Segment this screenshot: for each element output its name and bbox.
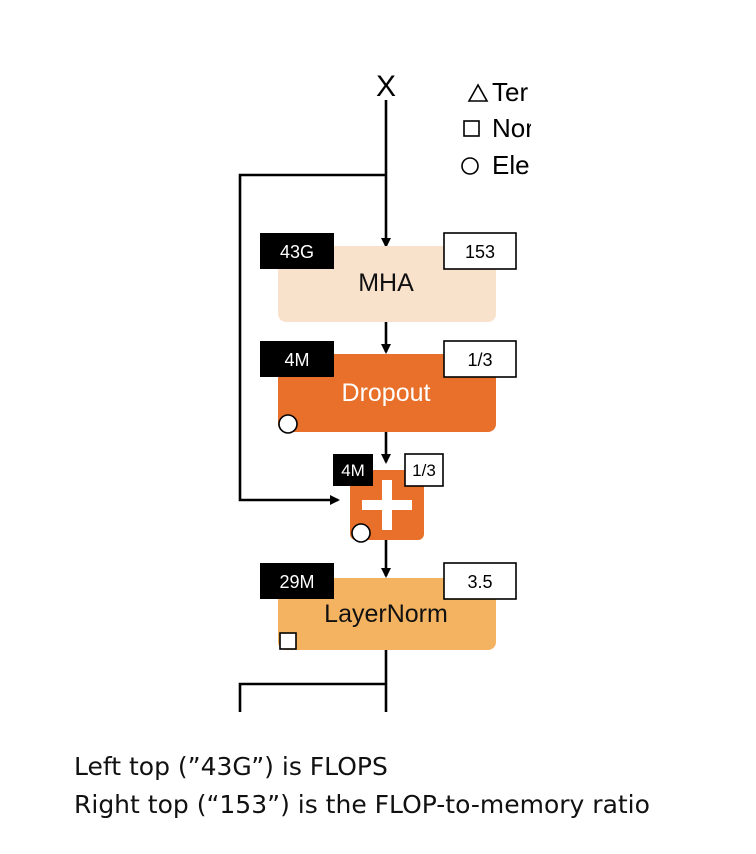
residual-path	[238, 173, 386, 505]
residual-path-2	[238, 682, 386, 712]
mha-flops-badge	[260, 233, 334, 269]
mha-ratio-badge	[443, 232, 517, 270]
layernorm-ratio-badge	[443, 562, 517, 600]
connectors	[238, 100, 391, 712]
elementwise-marker-icon	[278, 414, 298, 434]
add-ratio-badge	[404, 453, 444, 487]
caption-ratio: Right top (“153”) is the FLOP-to-memory …	[74, 790, 650, 819]
mha-node: MHA 43G 153	[260, 232, 517, 322]
mha-flops-value: 43G	[280, 242, 314, 262]
layernorm-flops-badge	[260, 563, 334, 599]
caption-flops: Left top (”43G”) is FLOPS	[74, 752, 388, 781]
dropout-flops-badge	[260, 341, 334, 377]
add-flops-badge	[333, 454, 373, 486]
square-icon	[463, 120, 480, 137]
legend-crop-mask	[531, 72, 591, 182]
legend-item-normalization: Nor	[492, 113, 534, 143]
dropout-ratio-value: 1/3	[467, 350, 492, 370]
dropout-node: Dropout 4M 1/3	[260, 340, 517, 434]
legend-item-elementwise: Ele	[492, 150, 530, 180]
triangle-icon	[467, 83, 489, 102]
add-ratio-value: 1/3	[412, 461, 436, 480]
dropout-ratio-badge	[443, 340, 517, 378]
mha-label: MHA	[358, 269, 414, 297]
layernorm-flops-value: 29M	[279, 572, 314, 592]
circle-icon	[461, 157, 479, 175]
layernorm-ratio-value: 3.5	[467, 572, 492, 592]
add-flops-value: 4M	[341, 461, 365, 480]
dropout-label: Dropout	[342, 379, 431, 407]
plus-icon-horizontal	[362, 500, 412, 510]
legend-item-terminal: Ter	[492, 77, 528, 107]
layernorm-label: LayerNorm	[324, 600, 448, 628]
elementwise-marker-icon	[351, 523, 371, 543]
dropout-flops-value: 4M	[284, 350, 309, 370]
legend: Ter Nor Ele	[461, 72, 591, 182]
mha-ratio-value: 153	[465, 242, 495, 262]
layernorm-node: LayerNorm 29M 3.5	[260, 562, 517, 650]
input-label: X	[376, 70, 396, 103]
normalization-marker-icon	[279, 632, 297, 650]
add-node: 4M 1/3	[333, 453, 444, 543]
